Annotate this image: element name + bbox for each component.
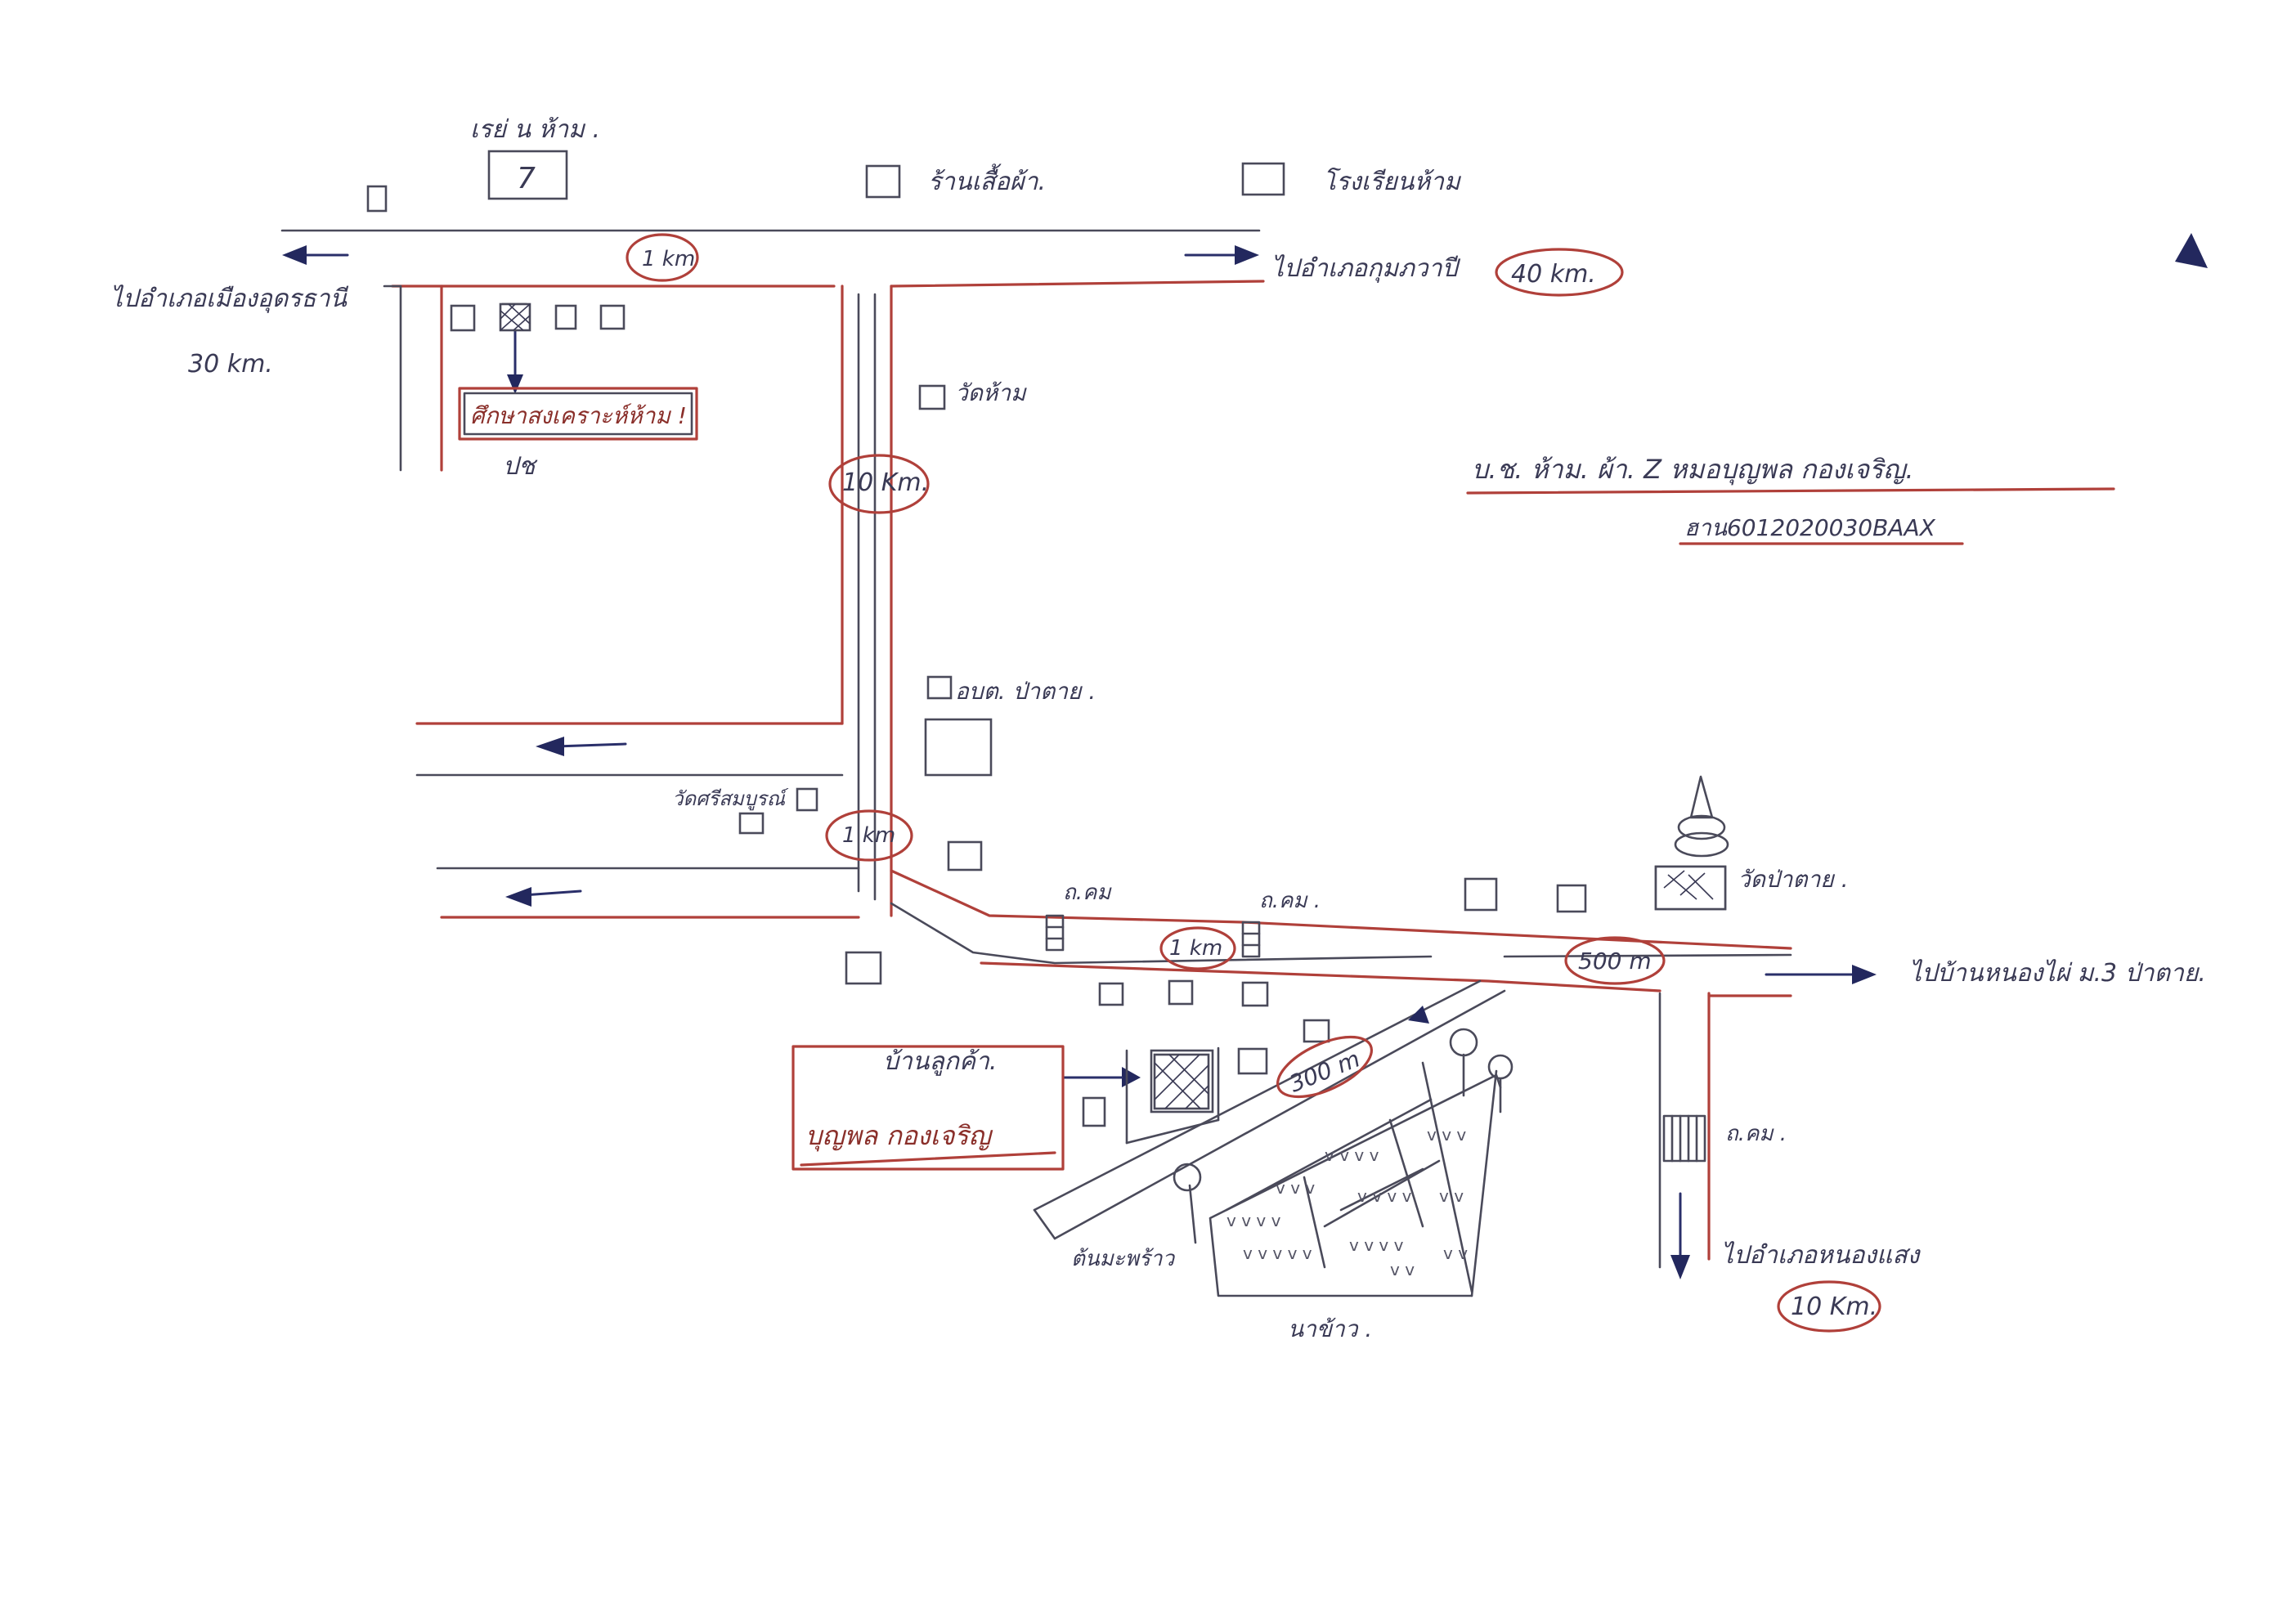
- coconut-trees: [1173, 1028, 1513, 1244]
- buildings: [366, 150, 1727, 1127]
- home-label: บ้านลูกค้า.: [883, 1047, 997, 1076]
- wat-right-label: วัดป่าตาย .: [1738, 866, 1849, 893]
- direction-arrows: [282, 233, 2208, 1279]
- svg-text:v v v v: v v v v: [1325, 1145, 1379, 1165]
- rice-field: [1209, 1061, 1502, 1297]
- svg-text:v v: v v: [1390, 1260, 1415, 1279]
- header-line-2: ฮาน6012020030BAAX: [1684, 514, 1936, 541]
- field-label: นาข้าว .: [1288, 1315, 1372, 1342]
- label-boxes: [458, 387, 1065, 1171]
- bottom-right-road: [1658, 992, 1711, 1269]
- svg-text:v v: v v: [1443, 1243, 1468, 1263]
- svg-text:v v: v v: [1439, 1186, 1464, 1206]
- svg-text:v v v v: v v v v: [1357, 1186, 1412, 1206]
- home-owner-label: บุญพล กองเจริญ: [805, 1120, 993, 1152]
- distance-500-label: 500 m: [1578, 948, 1652, 975]
- header-line-1: บ.ช. ห้าม. ผ้า. Z หมอบุญพล กองเจริญ.: [1472, 454, 1914, 486]
- office-label: อบต. ป่าตาย .: [955, 678, 1096, 705]
- temple-label: วัดห้าม: [955, 379, 1027, 406]
- svg-text:v v v: v v v: [1276, 1178, 1315, 1198]
- svg-text:v v v v: v v v v: [1349, 1235, 1404, 1255]
- header-underlines: [1466, 487, 2115, 545]
- to-far-right-label: ไปบ้านหนองไผ่ ม.3 ป่าตาย.: [1909, 959, 2206, 988]
- coconut-label: ต้นมะพร้าว: [1071, 1247, 1175, 1271]
- road-label-1: ถ.คม: [1063, 880, 1112, 905]
- to-bottom-right-label: ไปอำเภอหนองแสง: [1721, 1241, 1922, 1270]
- grass-marks: v v v v v v v v v v v v v v v v v v v v …: [1226, 1125, 1468, 1279]
- clothes-shop-label: ร้านเสื้อผ้า.: [928, 164, 1046, 196]
- vertical-main-road: [841, 285, 893, 917]
- to-right-town-label: ไปอำเภอกุมภวาปี: [1271, 254, 1460, 283]
- to-bottom-right-km: 10 Km.: [1791, 1293, 1877, 1321]
- middle-left-roads: [415, 722, 860, 919]
- to-left-city-label: ไปอำเภอเมืองอุดรธานี: [110, 285, 349, 313]
- distance-vertical-2-label: 1 km: [842, 823, 895, 848]
- lower-main-road: [890, 869, 1792, 997]
- to-right-town-km: 40 km.: [1511, 260, 1596, 289]
- to-left-city-km: 30 km.: [188, 350, 273, 379]
- home-fence: [1125, 1046, 1220, 1145]
- diagonal-road: [1033, 979, 1506, 1240]
- left-branch-road: [399, 285, 443, 472]
- svg-text:v v v v v: v v v v v: [1243, 1243, 1312, 1263]
- school-top-right-label: โรงเรียนห้าม: [1323, 167, 1462, 196]
- top-left-shop-label: เรย่ น ห้าม .: [470, 115, 600, 144]
- distance-ovals: [626, 233, 1881, 1333]
- distance-vertical-label: 10 Km.: [842, 468, 929, 497]
- shop-seven-mark: 7: [517, 162, 536, 195]
- svg-text:v v v v: v v v v: [1226, 1211, 1281, 1230]
- top-main-road: [280, 229, 1265, 288]
- distance-top-label: 1 km: [642, 247, 695, 271]
- svg-text:v v v: v v v: [1427, 1125, 1466, 1145]
- stupa-icon: [1674, 775, 1729, 858]
- map-text-labels: เรย่ น ห้าม . 7 ร้านเสื้อผ้า. โรงเรียนห้…: [110, 115, 2206, 1342]
- school-box-label: ศึกษาสงเคราะห์ห้าม !: [470, 402, 687, 429]
- road-label-3: ถ.คม .: [1725, 1122, 1787, 1146]
- distance-mid-label: 1 km: [1169, 936, 1222, 961]
- wat-left-label: วัดศรีสมบูรณ์: [672, 787, 789, 811]
- school-box-note: ปช: [503, 452, 538, 481]
- hatched-buildings: [499, 302, 1727, 1110]
- crosswalk-marks: [1045, 914, 1706, 1163]
- road-label-2: ถ.คม .: [1259, 889, 1321, 913]
